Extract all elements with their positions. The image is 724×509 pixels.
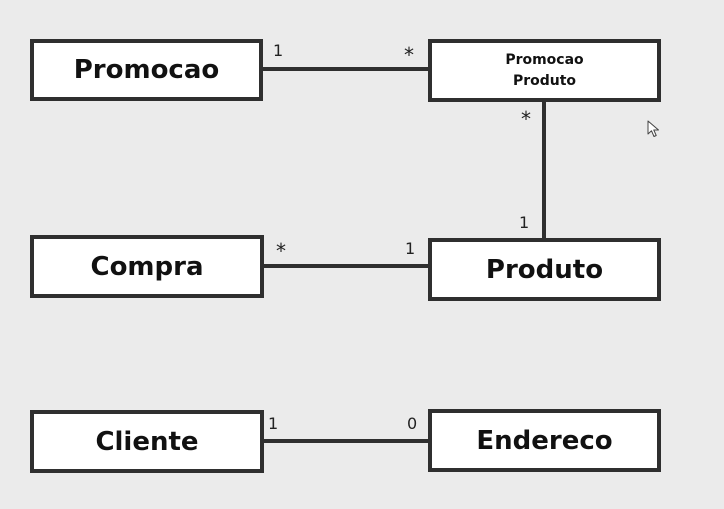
entity-promocao[interactable]: Promocao bbox=[30, 39, 263, 101]
cardinality-endereco-side: 0 bbox=[407, 414, 418, 433]
cardinality-produto-side: 1 bbox=[405, 239, 416, 258]
entity-endereco[interactable]: Endereco bbox=[428, 409, 661, 472]
cardinality-promocaoproduto-side: * bbox=[404, 43, 414, 67]
entity-compra[interactable]: Compra bbox=[30, 235, 264, 298]
edge-cliente-endereco bbox=[263, 439, 430, 443]
cardinality-compra-side: * bbox=[276, 239, 286, 263]
cardinality-cliente-side: 1 bbox=[268, 414, 279, 433]
entity-label: Promocao Produto bbox=[505, 51, 584, 89]
entity-label: Promocao bbox=[73, 55, 220, 85]
entity-cliente[interactable]: Cliente bbox=[30, 410, 264, 473]
entity-label: Produto bbox=[485, 254, 604, 285]
edge-promocaoproduto-produto bbox=[542, 100, 546, 240]
cardinality-produto-top: 1 bbox=[519, 213, 530, 232]
edge-promocao-promocaoproduto bbox=[262, 67, 430, 71]
cardinality-promocao-side: 1 bbox=[273, 41, 284, 60]
entity-label: Cliente bbox=[95, 426, 199, 457]
edge-compra-produto bbox=[263, 264, 430, 268]
entity-label: Compra bbox=[90, 251, 204, 282]
entity-produto[interactable]: Produto bbox=[428, 238, 661, 301]
entity-promocao-produto[interactable]: Promocao Produto bbox=[428, 39, 661, 102]
cardinality-promocaoproduto-bottom: * bbox=[521, 107, 531, 131]
mouse-pointer-icon bbox=[647, 120, 659, 137]
entity-label: Endereco bbox=[476, 425, 613, 456]
